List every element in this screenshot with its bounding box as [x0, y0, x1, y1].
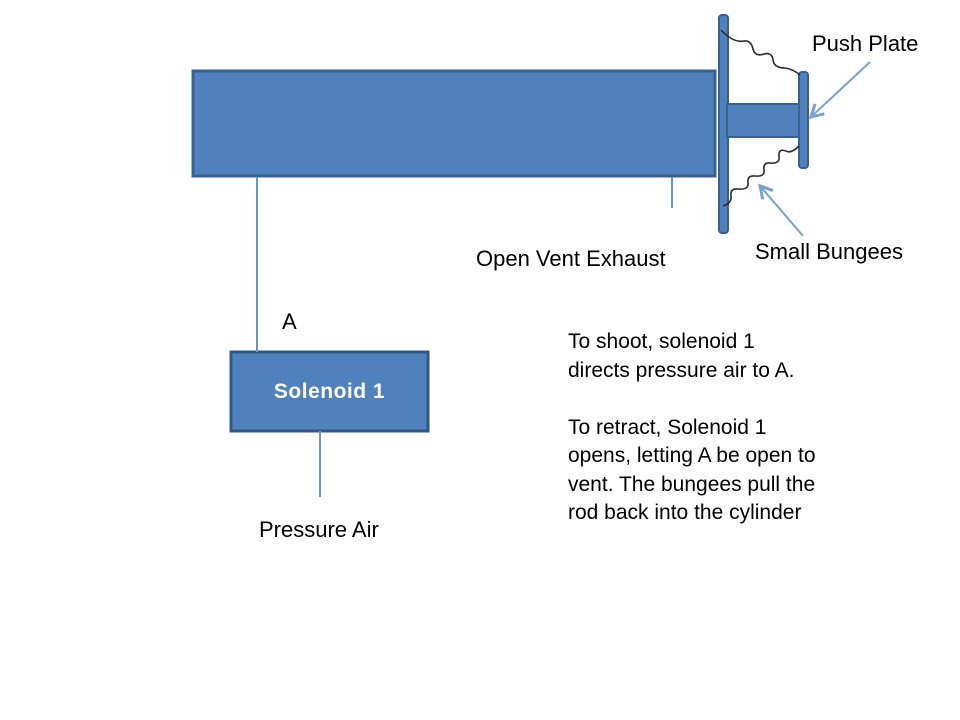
pressure-air-label: Pressure Air	[259, 517, 379, 542]
push-plate	[798, 71, 809, 169]
port-a-label: A	[282, 309, 297, 334]
small-bungees-label: Small Bungees	[755, 239, 903, 264]
bungee-top	[720, 29, 801, 76]
solenoid-box	[229, 350, 430, 433]
bungee-bottom	[722, 145, 800, 207]
push-plate-label: Push Plate	[812, 31, 919, 56]
piston-rod	[726, 103, 801, 138]
open-vent-exhaust-label: Open Vent Exhaust	[476, 246, 666, 271]
solenoid-label: Solenoid 1	[273, 379, 386, 403]
cylinder-body	[191, 69, 717, 178]
explanation-text: To shoot, solenoid 1 directs pressure ai…	[568, 330, 816, 524]
small-bungees-arrow	[761, 187, 804, 237]
push-plate-arrow	[812, 61, 871, 116]
